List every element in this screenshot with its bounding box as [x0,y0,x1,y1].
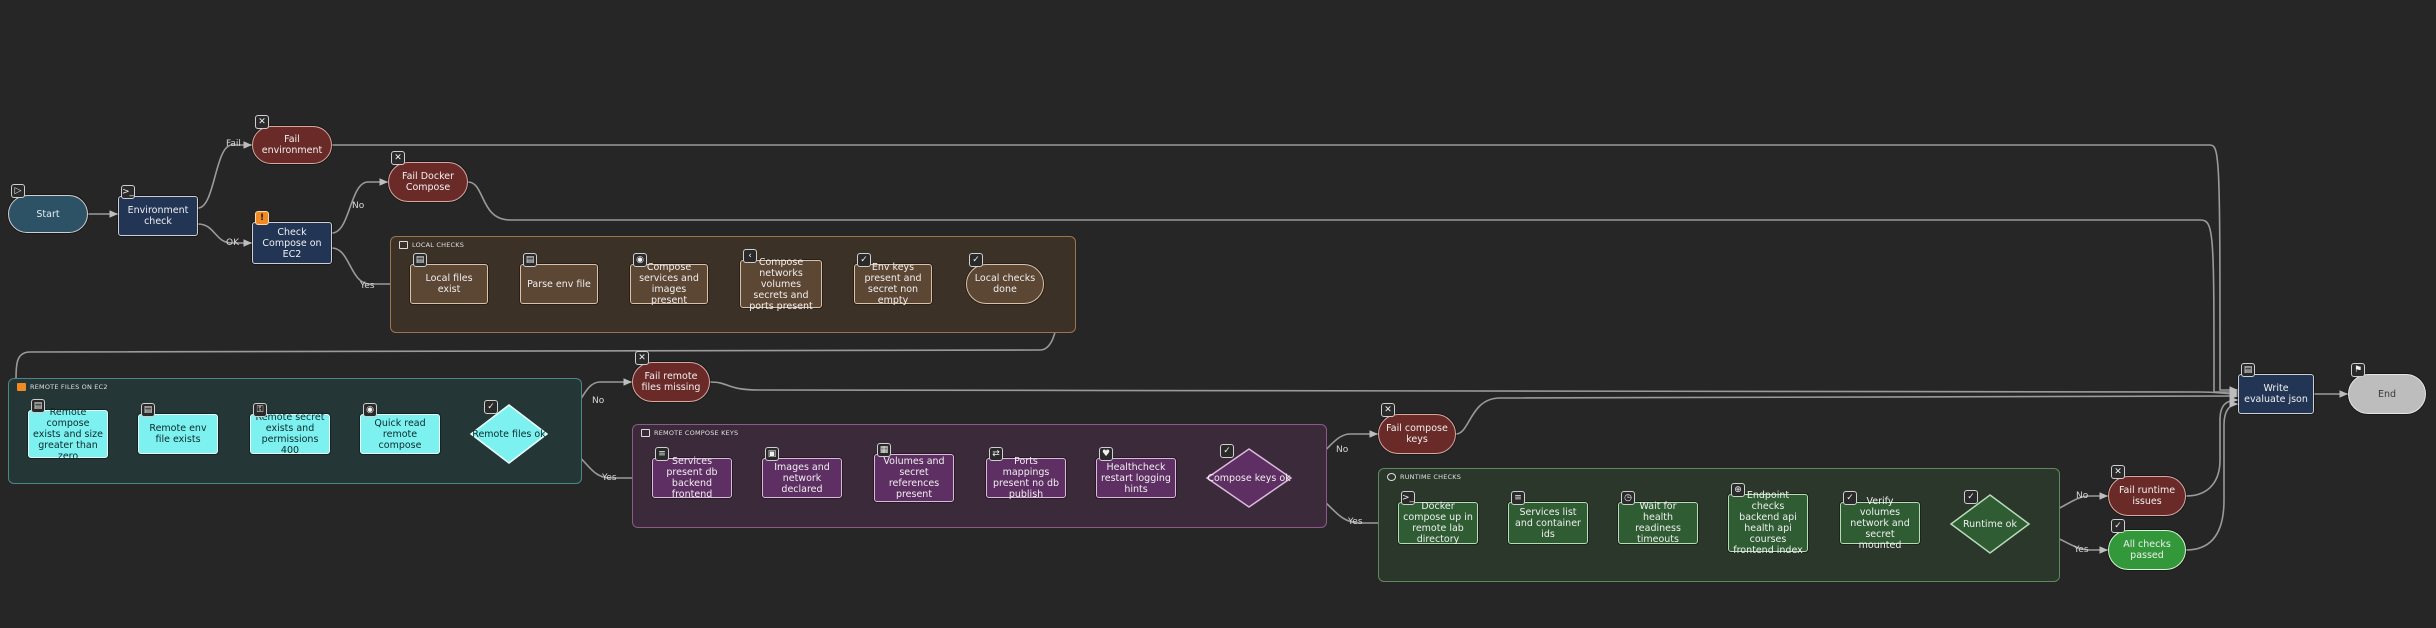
edge-label-yes: Yes [359,281,375,291]
group-runtime-checks: RUNTIME CHECKS [1378,468,2060,582]
remote-secret-node[interactable]: ⚿ Remote secret exists and permissions 4… [250,403,330,456]
connector-edge [2185,396,2239,497]
file-icon: ▤ [31,399,45,413]
remote-compose-exists-node[interactable]: ▤ Remote compose exists and size greater… [28,399,108,462]
folder-icon [399,241,408,249]
images-network-node[interactable]: ▣ Images and network declared [762,447,842,498]
edge-label-no: No [2076,491,2089,501]
fail-environment-node[interactable]: ✕ Fail environment [252,115,332,164]
check-icon: ✓ [2111,519,2125,533]
edge-label-yes: Yes [1347,517,1363,527]
quick-read-node[interactable]: ◉ Quick read remote compose [360,403,440,454]
close-icon: ✕ [391,151,405,165]
parse-env-file-node[interactable]: ▤ Parse env file [520,253,598,304]
close-icon: ✕ [255,115,269,129]
environment-check-node[interactable]: >_ Environment check [118,185,198,236]
all-checks-passed-node[interactable]: ✓ All checks passed [2108,519,2186,570]
group-title-local: LOCAL CHECKS [412,241,465,249]
endpoint-checks-node[interactable]: ⊕ Endpoint checks backend api health api… [1728,483,1808,556]
database-icon: ▦ [877,443,891,457]
healthcheck-node[interactable]: ♥ Healthcheck restart logging hints [1096,447,1176,498]
compose-services-node[interactable]: ◉ Compose services and images present [630,253,708,306]
connector-edge [331,178,388,234]
edge-label-yes: Yes [2073,545,2089,555]
list-icon: ≡ [655,447,669,461]
edge-label-yes: Yes [601,473,617,483]
terminal-icon: >_ [1401,491,1415,505]
close-icon: ✕ [1381,403,1395,417]
group-title-remote: REMOTE FILES ON EC2 [30,383,108,391]
chevron-left-icon: ‹ [743,249,757,263]
edge-label-fail: Fail [226,139,241,149]
ports-mappings-node[interactable]: ⇄ Ports mappings present no db publish [986,447,1066,500]
services-present-node[interactable]: ≡ Services present db backend frontend [652,447,732,500]
fail-compose-keys-node[interactable]: ✕ Fail compose keys [1378,403,1456,454]
file-icon: ▤ [523,253,537,267]
services-list-node[interactable]: ≡ Services list and container ids [1508,491,1588,544]
fail-remote-files-node[interactable]: ✕ Fail remote files missing [632,351,710,402]
file-icon: ▤ [141,403,155,417]
write-evaluate-json-node[interactable]: ▤ Write evaluate json [2238,363,2314,414]
flag-icon: ⚑ [2351,363,2365,377]
edge-label-no: No [592,396,605,406]
check-icon: ✓ [1220,444,1234,458]
env-keys-node[interactable]: ✓ Env keys present and secret non empty [854,253,932,306]
check-icon: ✓ [484,400,498,414]
verify-volumes-node[interactable]: ✓ Verify volumes network and secret moun… [1840,491,1920,551]
check-compose-node[interactable]: ! Check Compose on EC2 [252,211,332,264]
lock-icon: ⚿ [253,403,267,417]
gear-icon [1387,473,1396,481]
compose-keys-ok-decision[interactable]: ✓ Compose keys ok [1205,444,1293,508]
globe-icon: ⊕ [1731,483,1745,497]
edge-label-no: No [1336,445,1349,455]
fail-docker-compose-node[interactable]: ✕ Fail Docker Compose [388,151,468,202]
play-icon: ▷ [11,184,25,198]
local-files-exist-node[interactable]: ▤ Local files exist [410,253,488,304]
close-icon: ✕ [635,351,649,365]
check-icon: ✓ [857,253,871,267]
file-icon: ▤ [413,253,427,267]
remote-files-ok-decision[interactable]: ✓ Remote files ok [469,400,549,464]
connector-edge [2185,400,2239,551]
eye-icon: ◉ [633,253,647,267]
terminal-icon: >_ [121,185,135,199]
heartbeat-icon: ♥ [1099,447,1113,461]
plug-icon: ⇄ [989,447,1003,461]
connector-edge [197,223,252,247]
clock-icon: ◷ [1621,491,1635,505]
group-title-keys: REMOTE COMPOSE KEYS [654,429,739,437]
folder-icon [17,383,26,391]
folder-icon [641,429,650,437]
connector-edge [709,381,2239,398]
edge-label-ok: OK [226,238,240,248]
group-title-runtime: RUNTIME CHECKS [1400,473,1462,481]
runtime-ok-decision[interactable]: ✓ Runtime ok [1949,490,2031,554]
group-local-checks: LOCAL CHECKS [390,236,1076,333]
close-icon: ✕ [2111,465,2125,479]
wait-health-node[interactable]: ◷ Wait for health readiness timeouts [1618,491,1698,545]
check-icon: ✓ [969,253,983,267]
file-icon: ▤ [2241,363,2255,377]
check-icon: ✓ [1964,490,1978,504]
connector-edge [197,141,252,209]
volumes-secret-node[interactable]: ▦ Volumes and secret references present [874,443,954,502]
check-icon: ✓ [1843,491,1857,505]
local-checks-done-node[interactable]: ✓ Local checks done [966,253,1044,304]
docker-compose-up-node[interactable]: >_ Docker compose up in remote lab direc… [1398,491,1478,545]
remote-env-file-node[interactable]: ▤ Remote env file exists [138,403,218,454]
compose-networks-node[interactable]: ‹ Compose networks volumes secrets and p… [740,249,822,312]
end-node[interactable]: ⚑ End [2348,363,2426,414]
image-icon: ▣ [765,447,779,461]
eye-icon: ◉ [363,403,377,417]
list-icon: ≡ [1511,491,1525,505]
start-node[interactable]: ▷ Start [8,184,88,233]
warning-icon: ! [255,211,269,225]
edge-label-no: No [352,201,365,211]
fail-runtime-issues-node[interactable]: ✕ Fail runtime issues [2108,465,2186,516]
connector-edge [1455,392,2239,435]
